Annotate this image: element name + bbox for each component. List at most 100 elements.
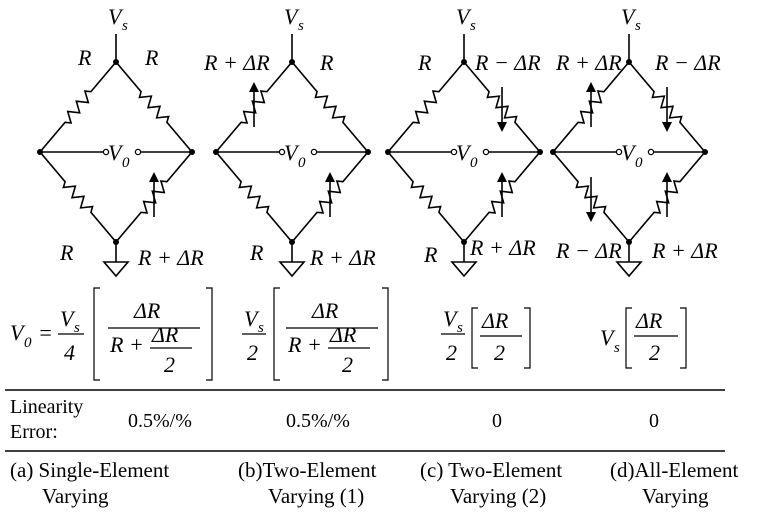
- output-label-sub: 0: [470, 155, 478, 171]
- formula-d-inner-num: ΔR: [635, 308, 663, 333]
- output-terminal-right: [310, 148, 318, 156]
- formula-a-right-bracket: [206, 287, 213, 381]
- linearity-a: 0.5%/%: [128, 410, 192, 432]
- output-terminal-left: [278, 148, 286, 156]
- caption-c-line2: Varying (2): [450, 484, 546, 508]
- formula-a-inner-den-lead: R +: [109, 332, 144, 357]
- resistor-bottom-left: [215, 151, 293, 243]
- ground-icon: [278, 261, 306, 278]
- resistor-top-left: [387, 61, 465, 153]
- output-label-sub: 0: [635, 155, 643, 171]
- caption-b-line2: Varying (1): [268, 484, 364, 508]
- output-terminal-left: [102, 148, 110, 156]
- resistor-top-left: [39, 61, 117, 153]
- linearity-c: 0: [492, 410, 502, 432]
- formula-c-den: 2: [446, 340, 457, 365]
- arm-label-top-left: R + ΔR: [203, 50, 270, 75]
- formula-a-num-sub: s: [74, 320, 80, 336]
- arm-label-top-right: R: [144, 45, 159, 70]
- resistor-top-right: [115, 61, 193, 153]
- formula-a-num-v: V: [60, 306, 76, 331]
- arm-label-top-right: R − ΔR: [474, 50, 541, 75]
- arm-label-bottom-left: R: [423, 242, 438, 267]
- formula-c-num-v: V: [443, 306, 459, 331]
- ground-icon: [450, 261, 478, 278]
- output-terminal-right: [647, 148, 655, 156]
- linearity-label-line1: Linearity: [10, 396, 83, 418]
- caption-a-line1: (a) Single-Element: [10, 458, 169, 482]
- supply-label: V: [621, 4, 637, 29]
- formula-c-right-bracket: [524, 307, 531, 369]
- formula-d-inner-den: 2: [649, 340, 660, 365]
- formula-a-inner-num: ΔR: [133, 298, 161, 323]
- formula-a-den: 4: [64, 340, 75, 365]
- supply-label-sub: s: [470, 18, 476, 34]
- formula-b-left-bracket: [273, 287, 280, 381]
- output-label: V: [284, 140, 300, 165]
- output-label-sub: 0: [298, 155, 306, 171]
- formula-b-num-v: V: [244, 306, 260, 331]
- formula-c: V s 2 ΔR 2: [441, 306, 531, 369]
- supply-label: V: [456, 4, 472, 29]
- ground-icon: [615, 261, 643, 278]
- arm-label-top-left: R + ΔR: [555, 50, 622, 75]
- formula-a-lead-sub: 0: [24, 335, 32, 351]
- formula-d-right-bracket: [680, 307, 687, 369]
- formula-b-right-bracket: [382, 287, 389, 381]
- arm-label-bottom-left: R: [59, 240, 74, 265]
- arm-label-top-left: R: [77, 45, 92, 70]
- arm-label-top-left: R: [417, 50, 432, 75]
- arm-label-bottom-right: R + ΔR: [651, 238, 718, 263]
- linearity-d: 0: [649, 410, 659, 432]
- formula-d-lead-sub: s: [614, 340, 620, 356]
- formula-d: V s ΔR 2: [600, 307, 687, 369]
- output-terminal-right: [482, 148, 490, 156]
- resistor-top-right: [291, 61, 369, 153]
- supply-label-sub: s: [122, 18, 128, 34]
- resistor-bottom-left: [39, 151, 117, 243]
- formula-d-left-bracket: [625, 307, 632, 369]
- output-label: V: [108, 140, 124, 165]
- caption-d-line2: Varying: [642, 484, 709, 508]
- output-terminal-left: [450, 148, 458, 156]
- supply-label-sub: s: [298, 18, 304, 34]
- output-label-sub: 0: [122, 155, 130, 171]
- output-label: V: [621, 140, 637, 165]
- supply-label: V: [108, 4, 124, 29]
- output-label: V: [456, 140, 472, 165]
- caption-a-line2: Varying: [42, 484, 109, 508]
- resistor-bottom-left: [387, 151, 465, 243]
- arm-label-top-right: R: [319, 50, 334, 75]
- output-terminal-right: [134, 148, 142, 156]
- formula-b-inner-den-num: ΔR: [329, 322, 357, 347]
- supply-label: V: [284, 4, 300, 29]
- formula-c-inner-den: 2: [494, 340, 505, 365]
- formula-c-left-bracket: [471, 307, 478, 369]
- arm-label-bottom-left: R − ΔR: [555, 238, 622, 263]
- linearity-label-line2: Error:: [10, 421, 58, 443]
- formula-b-inner-num: ΔR: [311, 298, 339, 323]
- formula-a-equals: =: [38, 320, 53, 345]
- formula-c-num-sub: s: [457, 320, 463, 336]
- formula-b-den: 2: [247, 340, 258, 365]
- formula-d-lead-v: V: [600, 325, 616, 350]
- arm-label-top-right: R − ΔR: [654, 50, 721, 75]
- output-terminal-left: [615, 148, 623, 156]
- formula-b-inner-den-den: 2: [342, 352, 353, 377]
- formula-a-inner-den-num: ΔR: [151, 322, 179, 347]
- formula-a: V 0 = V s 4 ΔR R + ΔR 2: [10, 287, 213, 381]
- formula-a-lead-v: V: [10, 320, 26, 345]
- arm-label-bottom-right: R + ΔR: [309, 245, 376, 270]
- formula-c-inner-num: ΔR: [481, 308, 509, 333]
- formula-b: V s 2 ΔR R + ΔR 2: [242, 287, 389, 381]
- caption-d-line1: (d)All-Element: [610, 458, 738, 482]
- caption-c-line1: (c) Two-Element: [420, 458, 562, 482]
- formula-b-num-sub: s: [258, 320, 264, 336]
- formula-a-inner-den-den: 2: [164, 352, 175, 377]
- caption-b-line1: (b)Two-Element: [238, 458, 377, 482]
